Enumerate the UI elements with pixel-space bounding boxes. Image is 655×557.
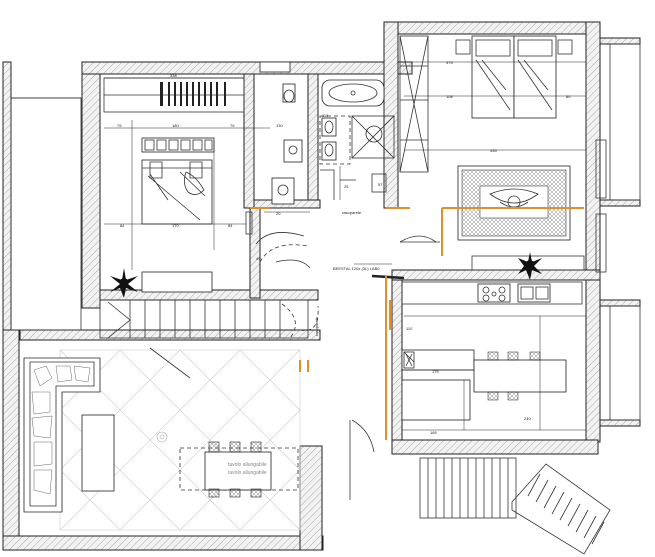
cooktop bbox=[477, 283, 511, 303]
label-rasoparete: rasoparete bbox=[342, 210, 362, 215]
coffee-table bbox=[81, 414, 115, 492]
island-table bbox=[473, 351, 567, 401]
dimension-lines bbox=[104, 61, 586, 431]
bedroom-left bbox=[103, 77, 253, 298]
table-note-1: tavolo allungabile bbox=[228, 462, 267, 468]
kitchen bbox=[401, 281, 583, 421]
dim-79b: 79 bbox=[230, 123, 235, 128]
dim-170: 170 bbox=[172, 223, 179, 228]
dim-435: 435 bbox=[490, 148, 497, 153]
plant-icon bbox=[110, 268, 138, 298]
bidet-toilets bbox=[321, 117, 337, 161]
dim-84: 84 bbox=[120, 223, 125, 228]
dim-80: 80 bbox=[566, 94, 571, 99]
sofa bbox=[23, 357, 101, 513]
walls bbox=[2, 21, 641, 551]
left-balcony bbox=[10, 97, 82, 331]
dim-240: 240 bbox=[524, 416, 531, 421]
dim-180: 180 bbox=[172, 123, 179, 128]
sink bbox=[517, 283, 551, 303]
dim-165: 165 bbox=[430, 430, 437, 435]
rug bbox=[457, 165, 571, 241]
dim-57: 57 bbox=[378, 182, 383, 187]
dim-79a: 79 bbox=[117, 123, 122, 128]
dim-338: 338 bbox=[170, 73, 177, 78]
dim-84b: 84 bbox=[228, 223, 233, 228]
label-beam-note: BEESTAL 120x (3L) LAB0 bbox=[333, 266, 380, 271]
dim-375: 375 bbox=[446, 60, 453, 65]
shoe-cabinet bbox=[141, 137, 215, 153]
dimension-texts: 338 79 180 79 130 116 170 84 84 375 108 … bbox=[117, 60, 571, 435]
toilet-icon bbox=[282, 83, 296, 103]
dining-table: tavolo allungabile tavolo allungabile bbox=[179, 441, 299, 498]
orange-markers bbox=[250, 207, 584, 440]
right-balcony bbox=[595, 43, 641, 421]
bathroom bbox=[255, 61, 395, 263]
doors bbox=[275, 235, 440, 500]
plant-icon-right bbox=[518, 252, 542, 280]
dim-25: 25 bbox=[344, 184, 349, 189]
exterior-stairs bbox=[419, 457, 611, 555]
dim-116: 116 bbox=[322, 113, 329, 118]
twin-beds bbox=[471, 35, 557, 119]
dim-108: 108 bbox=[446, 94, 453, 99]
bedroom-right bbox=[399, 35, 585, 280]
dim-20: 20 bbox=[276, 211, 281, 216]
bathtub bbox=[321, 79, 385, 107]
shower bbox=[351, 115, 395, 159]
dim-49: 49 bbox=[256, 256, 261, 261]
dim-110: 110 bbox=[406, 326, 413, 331]
dim-130: 130 bbox=[276, 123, 283, 128]
dim-175: 175 bbox=[432, 369, 439, 374]
interior-stairs: rasoparete bbox=[99, 299, 319, 379]
table-note-2: tavolo allungabile bbox=[228, 470, 267, 476]
label-rasoparete-vertical: rasoparete bbox=[314, 316, 319, 336]
